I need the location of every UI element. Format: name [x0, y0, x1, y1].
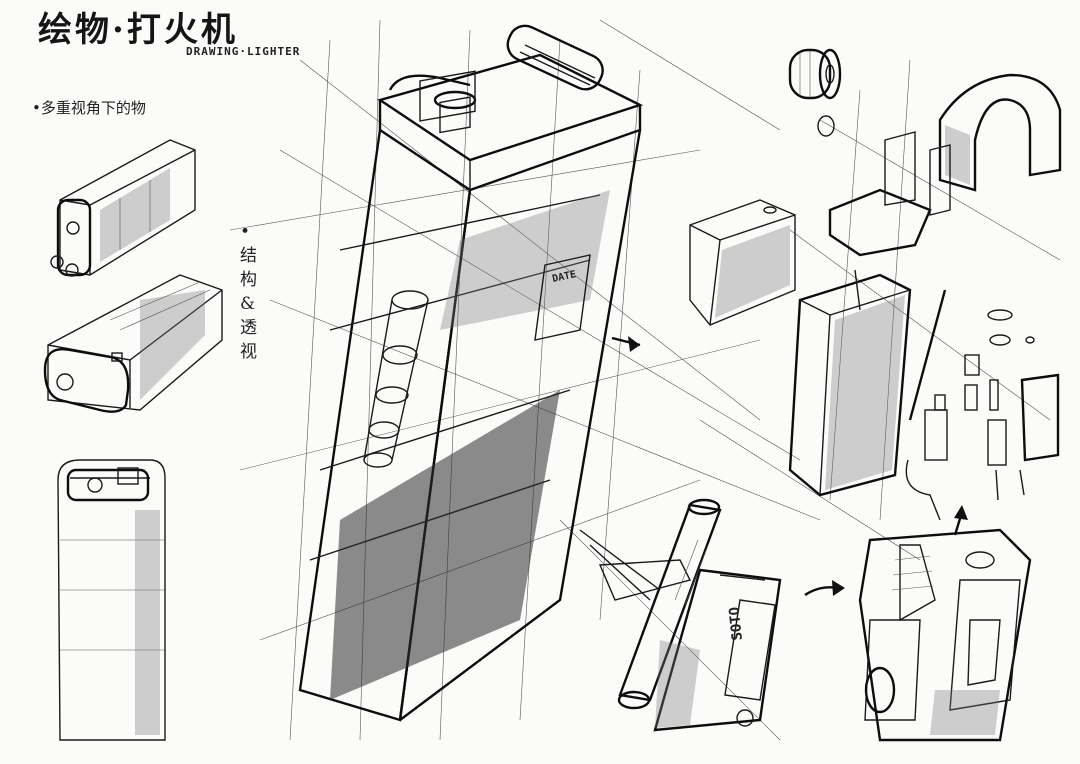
page-title: 绘物·打火机	[38, 10, 238, 50]
lighter-view-top	[50, 139, 196, 277]
right-arrow-icon	[804, 580, 845, 597]
structure-note: •结构&透视	[240, 222, 257, 362]
up-arrow-icon	[953, 505, 968, 536]
lighter-view-side	[43, 274, 223, 413]
multi-view-note: •多重视角下的物	[32, 99, 146, 117]
lighter-structure-main	[298, 24, 644, 722]
lighter-cutaway	[858, 528, 1032, 742]
page-subtitle: DRAWING·LIGHTER	[186, 45, 301, 58]
date-label: DATE	[551, 269, 577, 285]
lighter-parts-exploded	[689, 48, 1062, 521]
soto-label: SOTO	[727, 606, 746, 641]
lighter-view-front	[57, 459, 166, 741]
arrow-icon	[611, 336, 641, 352]
lighter-tilted	[579, 498, 782, 732]
